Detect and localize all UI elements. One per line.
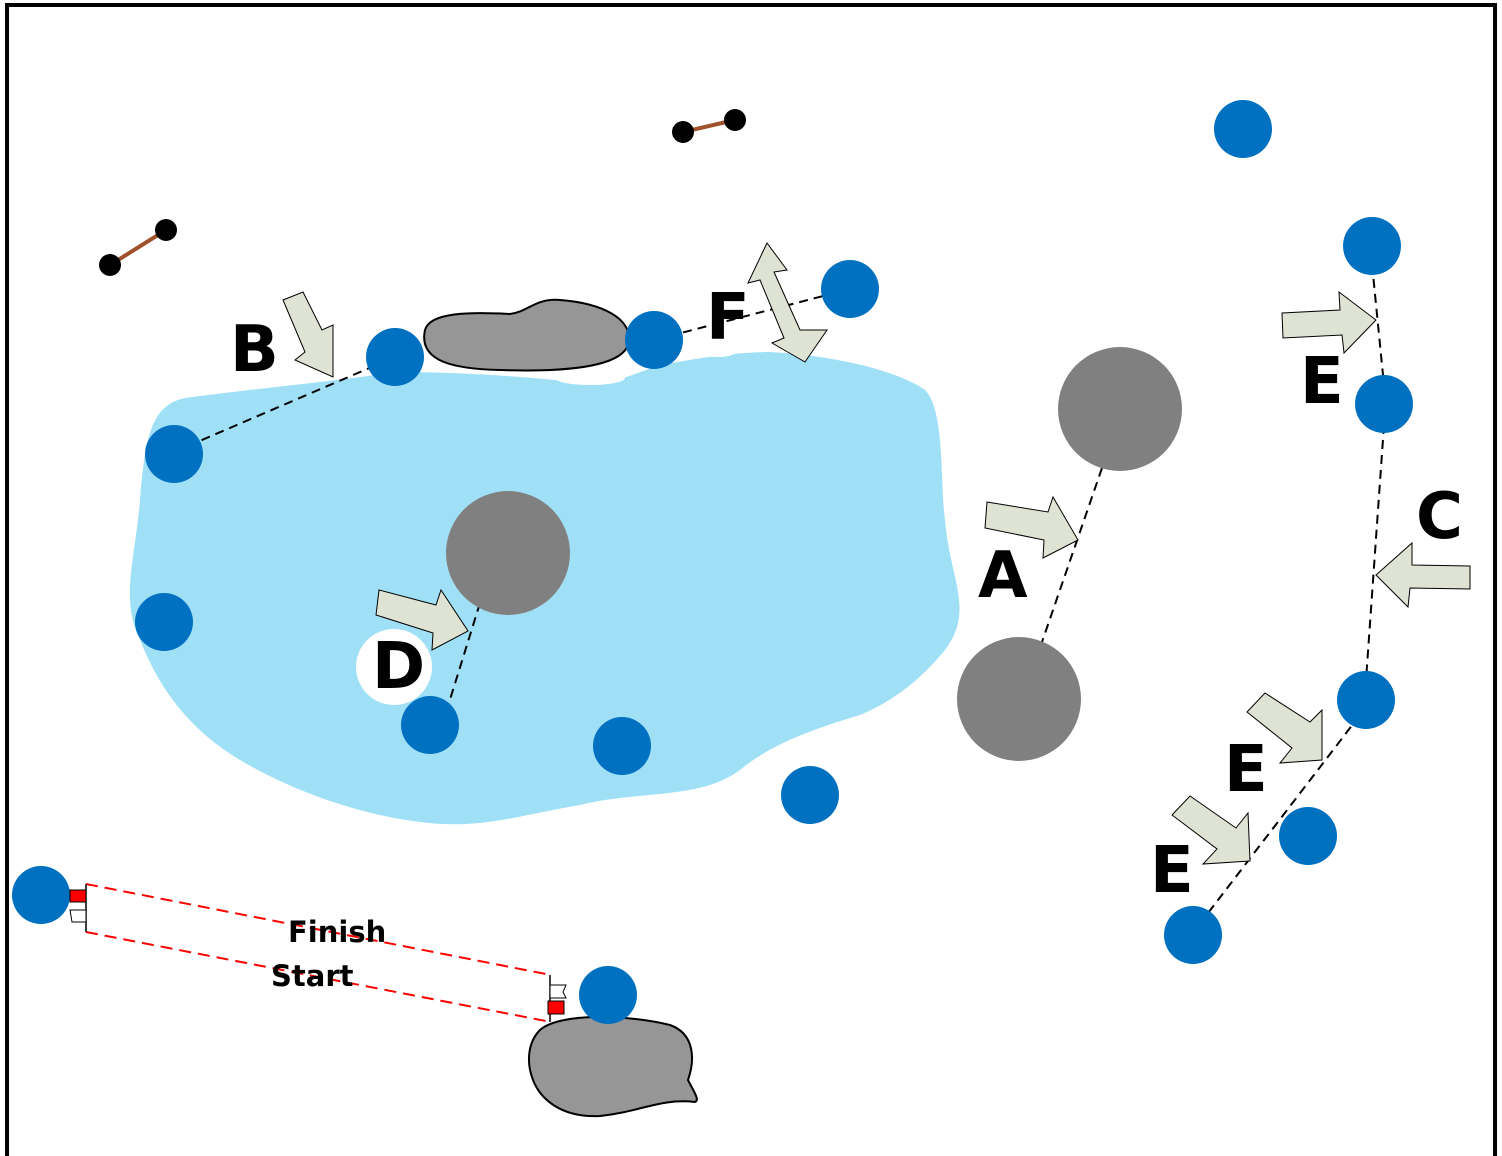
diagram-border	[5, 3, 1497, 1156]
label-c: C	[1416, 480, 1463, 554]
arrow-c-icon	[1375, 541, 1471, 609]
buoy	[1343, 217, 1401, 275]
buoy	[593, 717, 651, 775]
buoy	[1337, 671, 1395, 729]
rock-circle-a-bottom	[957, 637, 1081, 761]
start-finish-lines	[85, 883, 552, 1023]
buoy	[1279, 807, 1337, 865]
label-d-background	[356, 629, 432, 705]
spar-top	[672, 109, 746, 143]
rock-bottom	[527, 1016, 698, 1118]
arrow-e-middle-icon	[1246, 692, 1323, 764]
flag-red-left	[69, 889, 87, 903]
gate-line-e-bottom	[1204, 714, 1361, 918]
label-e-bottom: E	[1150, 834, 1194, 908]
buoy	[1164, 906, 1222, 964]
flag-white-right	[549, 984, 567, 999]
flag-red-right	[547, 1000, 565, 1015]
buoy	[821, 260, 879, 318]
gate-lines	[173, 263, 1385, 918]
gate-line-d	[447, 602, 481, 707]
water-gap-f	[696, 339, 740, 357]
buoy	[781, 766, 839, 824]
start-label: Start	[271, 959, 354, 993]
buoy	[135, 593, 193, 651]
finish-label: Finish	[288, 915, 386, 949]
buoy	[401, 696, 459, 754]
label-d: D	[372, 630, 425, 704]
buoy	[366, 328, 424, 386]
buoy	[145, 425, 203, 483]
arrow-e-top-icon	[1281, 290, 1377, 355]
direction-arrows	[282, 242, 1471, 865]
buoy	[625, 311, 683, 369]
arrow-f-icon	[747, 242, 828, 363]
label-b: B	[230, 313, 279, 387]
arrow-e-bottom-icon	[1171, 795, 1251, 865]
buoy	[579, 966, 637, 1024]
label-e-middle: E	[1224, 733, 1268, 807]
flags	[69, 884, 567, 1022]
finish-line	[85, 883, 552, 976]
start-line	[85, 931, 552, 1023]
buoy	[1214, 100, 1272, 158]
arrow-a-icon	[984, 495, 1079, 559]
label-f: F	[706, 281, 750, 355]
spar-left	[99, 219, 177, 276]
gate-line-f	[653, 288, 851, 341]
buoy	[1355, 375, 1413, 433]
rock-circle-a-top	[1058, 347, 1182, 471]
gate-line-b	[173, 356, 396, 453]
water-gap-rock	[555, 371, 625, 385]
rock-top	[423, 298, 630, 372]
gate-line-c	[1365, 424, 1385, 681]
arrow-d-icon	[375, 588, 469, 651]
label-a: A	[978, 539, 1028, 613]
gate-line-e-top	[1371, 263, 1385, 386]
buoys	[12, 100, 1413, 1024]
rock-circle-center	[446, 491, 570, 615]
label-e-top: E	[1300, 345, 1344, 419]
arrow-b-icon	[282, 291, 334, 378]
buoy	[12, 866, 70, 924]
gate-line-a	[1041, 467, 1103, 643]
flag-white-left	[69, 909, 87, 923]
